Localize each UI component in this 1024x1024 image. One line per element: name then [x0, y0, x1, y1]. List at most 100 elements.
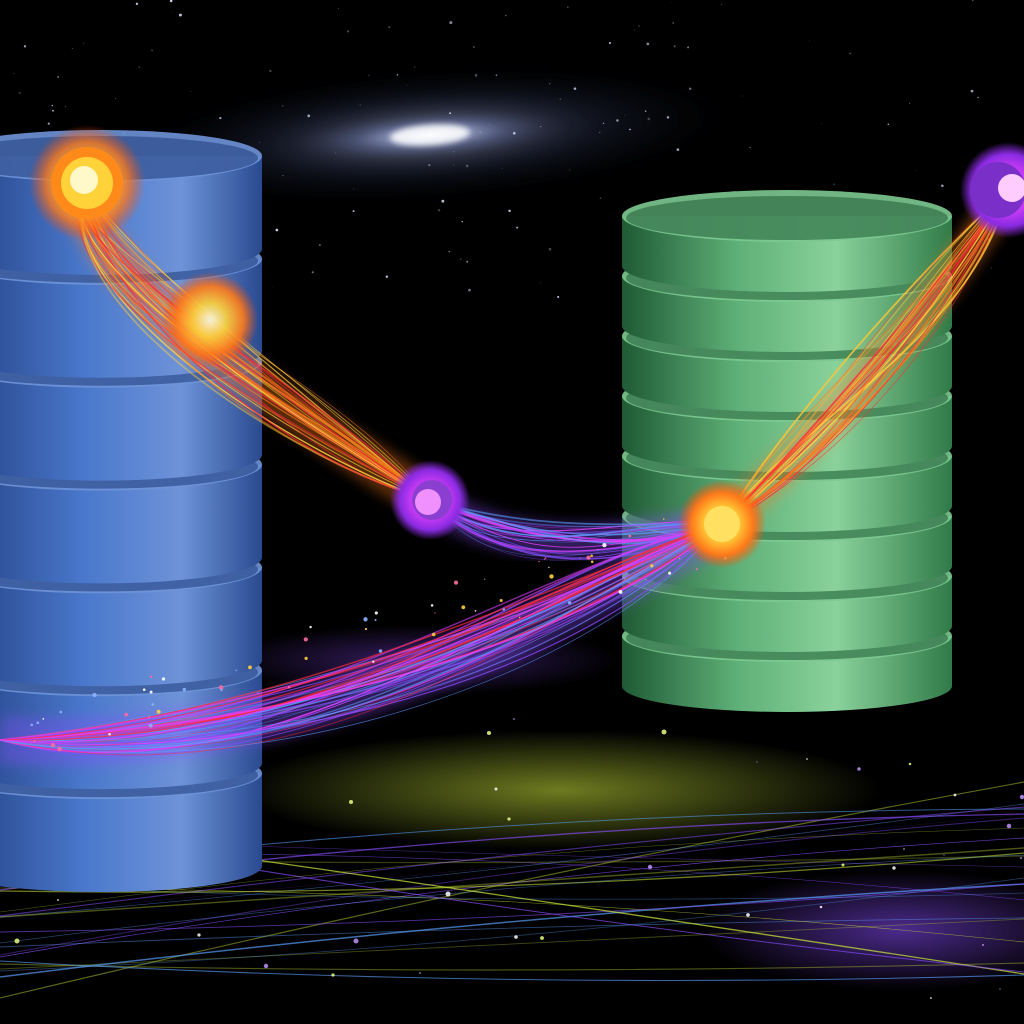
star [501, 167, 503, 169]
floor-sparkle [348, 799, 354, 805]
floor-trail [0, 806, 1024, 917]
star [540, 126, 542, 127]
node-top-right-magenta [960, 142, 1024, 238]
star [548, 247, 552, 251]
sparkle [618, 589, 623, 594]
floor-trail [0, 847, 1024, 918]
sparkle [36, 721, 40, 725]
star [809, 40, 811, 42]
star [51, 104, 53, 107]
sparkle [499, 598, 503, 603]
sparkle [148, 723, 153, 728]
star [282, 105, 284, 107]
star [272, 286, 274, 288]
star [549, 82, 551, 85]
floor-sparkle [756, 761, 758, 763]
star [474, 74, 478, 77]
star [396, 74, 399, 76]
star [18, 91, 21, 94]
sparkle [590, 554, 593, 558]
sparkle [431, 632, 436, 637]
star [151, 49, 153, 51]
star [319, 244, 321, 246]
star [169, 0, 173, 3]
star [887, 123, 890, 126]
sparkle [309, 625, 312, 629]
sparkle [304, 656, 308, 661]
star [915, 170, 916, 171]
star [428, 163, 431, 167]
star [138, 66, 141, 69]
sparkle [33, 740, 36, 743]
sparkle [149, 675, 153, 678]
floor-trail [0, 837, 1024, 958]
star [346, 30, 350, 33]
star [275, 228, 279, 232]
sparkle [645, 578, 647, 580]
floor-sparkle [445, 891, 451, 897]
floor-sparkle [908, 762, 912, 766]
sparkle [378, 649, 383, 653]
sparkle [544, 557, 547, 559]
floor-sparkle [1020, 857, 1022, 859]
star [259, 141, 261, 143]
star [352, 210, 355, 213]
sparkle [161, 677, 166, 681]
star [352, 188, 354, 190]
star [495, 74, 498, 76]
floor-sparkle [903, 848, 905, 850]
floor-sparkle [197, 933, 201, 937]
stream-right-to-top [710, 180, 1024, 538]
star [449, 21, 453, 25]
star [190, 90, 192, 92]
star [567, 6, 569, 8]
star [269, 69, 272, 73]
floor-sparkle [331, 973, 335, 977]
floor-trail [0, 884, 1024, 900]
sparkle [148, 716, 150, 718]
sparkle [182, 687, 187, 692]
sparkle [372, 660, 375, 663]
sparkle [363, 617, 368, 622]
star [624, 114, 626, 116]
star [676, 148, 680, 152]
sparkle [287, 686, 291, 689]
star [65, 106, 67, 108]
sparkle [461, 605, 466, 610]
star [301, 299, 302, 300]
sparkle [430, 604, 434, 607]
sparkle [235, 669, 238, 672]
floor-sparkle [857, 767, 861, 771]
star [388, 26, 391, 29]
spiral-galaxy [100, 61, 760, 209]
sparkle [156, 709, 161, 714]
sparkle [257, 692, 259, 694]
star [459, 258, 462, 261]
floor-trail [0, 962, 1024, 971]
database-disk [0, 464, 262, 584]
database-disk [0, 361, 262, 481]
floor-sparkle [819, 905, 823, 909]
star [972, 0, 974, 2]
floor-sparkle [943, 854, 945, 856]
star [441, 199, 445, 203]
node-left-top [29, 125, 145, 241]
star [178, 13, 182, 17]
star [468, 288, 471, 292]
star [909, 102, 911, 104]
floor-sparkle [841, 863, 845, 867]
star [135, 2, 139, 6]
sparkle [453, 580, 459, 585]
floor-sparkle [981, 943, 985, 947]
star [466, 260, 469, 263]
floor-sparkle [647, 864, 653, 870]
star [385, 275, 389, 278]
star [673, 45, 676, 48]
star [970, 89, 974, 93]
floor-trail [0, 803, 1024, 918]
star [559, 98, 561, 100]
star [219, 116, 222, 120]
sparkle [602, 542, 607, 548]
floor-trail [0, 918, 1024, 970]
